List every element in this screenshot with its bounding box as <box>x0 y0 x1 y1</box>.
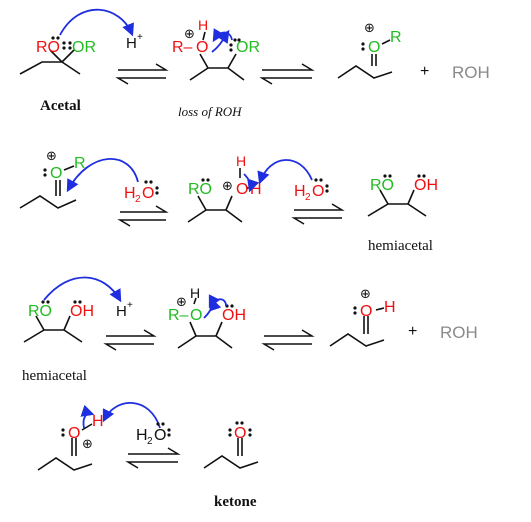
curved-arrow <box>208 294 227 309</box>
equilibrium-arrow <box>291 203 345 225</box>
plus-sign: + <box>408 323 417 340</box>
water-subscript: 2 <box>147 436 153 447</box>
water-subscript: 2 <box>305 192 311 203</box>
oxonium-intermediate-structure <box>187 168 243 223</box>
oxocarbenium-structure <box>337 39 393 79</box>
atom-r-dash: R– <box>172 39 193 56</box>
atom-o: O <box>234 425 246 442</box>
atom-h: H <box>236 153 246 169</box>
atom-ro: RO <box>188 181 212 198</box>
water-h: H <box>294 183 306 200</box>
protonated-acetal-structure <box>189 31 245 81</box>
curved-arrow <box>80 404 95 429</box>
equilibrium-arrow <box>103 329 157 351</box>
atom-oh: OH <box>70 303 94 320</box>
charge-symbol: ⊕ <box>82 436 93 451</box>
hemiacetal-structure <box>367 189 427 217</box>
lone-pair-dots <box>156 422 171 437</box>
water-subscript: 2 <box>135 194 141 205</box>
curved-arrow <box>43 276 122 303</box>
ketone-structure <box>203 438 259 469</box>
equilibrium-arrow <box>125 447 181 469</box>
lone-pair-dots <box>228 421 252 437</box>
hemiacetal-structure <box>23 315 83 343</box>
lone-pair-dots <box>201 178 210 182</box>
lone-pair-dots <box>41 300 82 304</box>
atom-oh: OH <box>222 307 246 324</box>
label-hemiacetal: hemiacetal <box>22 368 87 384</box>
atom-ro: RO <box>28 303 52 320</box>
atom-o: O <box>68 425 80 442</box>
atom-o: O <box>196 39 208 56</box>
label-acetal: Acetal <box>40 98 81 114</box>
atom-dash-h: H <box>250 181 262 198</box>
atom-h: H <box>190 285 200 301</box>
lone-pair-dots <box>361 42 365 51</box>
atom-h: H <box>384 299 396 316</box>
curved-arrow <box>66 158 139 193</box>
atom-r-dash: R– <box>168 307 189 324</box>
lone-pair-dots <box>51 36 72 50</box>
equilibrium-arrow <box>259 63 315 85</box>
proton-charge: + <box>137 32 143 43</box>
leaving-roh: ROH <box>440 323 478 342</box>
lone-pair-dots <box>353 306 357 315</box>
water-o: O <box>154 427 166 444</box>
atom-h: H <box>92 413 104 430</box>
lone-pair-dots <box>61 428 65 437</box>
atom-ro: RO <box>370 177 394 194</box>
acetal-structure <box>19 49 81 75</box>
equilibrium-arrow <box>117 205 169 227</box>
curved-arrow <box>257 159 313 185</box>
charge-symbol: ⊕ <box>364 20 375 35</box>
curved-arrow <box>243 173 260 193</box>
charge-symbol: ⊕ <box>184 26 195 41</box>
proton-reagent: H <box>116 303 127 320</box>
curved-arrow <box>102 402 161 429</box>
water-h: H <box>136 427 148 444</box>
leaving-roh: ROH <box>452 63 490 82</box>
acetal-or-right: OR <box>72 39 96 56</box>
water-h: H <box>124 185 136 202</box>
atom-o: O <box>50 165 62 182</box>
equilibrium-arrow <box>115 63 169 85</box>
atom-or: OR <box>236 39 260 56</box>
proton-reagent: H <box>126 35 137 52</box>
label-loss-of-roh: loss of ROH <box>178 104 242 119</box>
protonated-ketone-structure <box>37 423 93 471</box>
atom-oh: OH <box>414 177 438 194</box>
charge-symbol: ⊕ <box>222 178 233 193</box>
lone-pair-dots <box>229 38 241 52</box>
lone-pair-dots <box>43 168 47 177</box>
water-o: O <box>312 183 324 200</box>
atom-r: R <box>74 155 86 172</box>
protonated-ketone-structure <box>329 307 385 347</box>
charge-symbol: ⊕ <box>176 294 187 309</box>
lone-pair-dots <box>144 180 159 195</box>
atom-o: O <box>236 181 248 198</box>
equilibrium-arrow <box>261 329 315 351</box>
label-ketone: ketone <box>214 494 257 510</box>
label-hemiacetal: hemiacetal <box>368 238 433 254</box>
proton-charge: + <box>127 300 133 311</box>
charge-symbol: ⊕ <box>360 286 371 301</box>
protonated-hemiacetal-structure <box>177 297 233 349</box>
lone-pair-dots <box>383 174 426 178</box>
curved-arrow <box>59 8 134 37</box>
atom-o: O <box>360 303 372 320</box>
charge-symbol: ⊕ <box>46 148 57 163</box>
atom-h: H <box>198 17 208 33</box>
oxocarbenium-structure <box>19 165 77 209</box>
curved-arrow <box>211 29 230 53</box>
acetal-ro-left: RO <box>36 39 60 56</box>
water-o: O <box>142 185 154 202</box>
atom-r: R <box>390 29 402 46</box>
atom-o: O <box>368 39 380 56</box>
plus-sign: + <box>420 63 429 80</box>
lone-pair-dots <box>314 178 329 193</box>
curved-arrow <box>212 28 233 43</box>
atom-o: O <box>190 307 202 324</box>
